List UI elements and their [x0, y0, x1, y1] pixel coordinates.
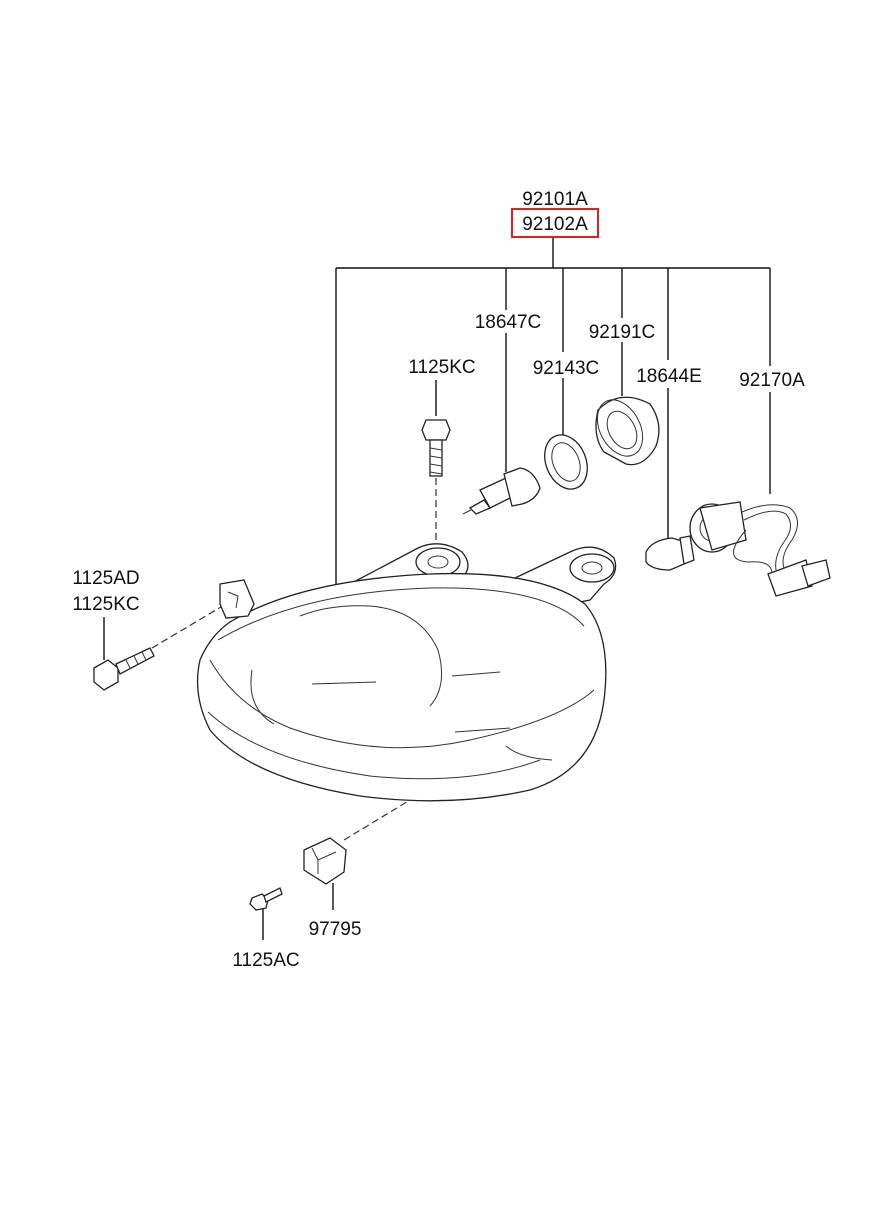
mount-boss-left [415, 547, 461, 577]
connector-tip [801, 559, 831, 587]
bulb-side [645, 535, 695, 571]
mount-boss-right [569, 553, 615, 583]
bolt-bottom [249, 887, 283, 911]
reflector-line-b [451, 671, 501, 677]
label-socket-wiring[interactable]: 92170A [739, 370, 805, 391]
assembly-guides [151, 478, 437, 841]
ring-outer [544, 434, 588, 490]
bulb-pin [462, 509, 472, 515]
lens-line-2 [207, 711, 541, 780]
mount-hole-right [581, 561, 603, 575]
mount-hole-left [427, 555, 449, 569]
side-clip-detail [227, 591, 239, 609]
highlight-box [511, 208, 599, 238]
wire-b [743, 510, 791, 571]
wire-c [733, 529, 773, 573]
bolt-side [93, 647, 155, 691]
bulb-side-base [679, 535, 695, 565]
guide-side-bolt [151, 603, 227, 649]
bulb-tip [468, 499, 492, 515]
reflector-curve-left [250, 669, 275, 725]
ring-inner [551, 442, 581, 482]
reflector-line-a [311, 681, 377, 685]
bolt-top [421, 419, 451, 477]
cover-inner [606, 410, 638, 450]
label-bolt-bottom[interactable]: 1125AC [232, 950, 299, 971]
housing-rim [217, 587, 585, 641]
label-cover-rear[interactable]: 92191C [589, 322, 656, 343]
bulb-base [503, 467, 541, 507]
cover-body [595, 396, 660, 466]
label-bolt-side-a[interactable]: 1125AD [72, 568, 139, 589]
side-clip [219, 579, 255, 619]
bolt-bottom-head [249, 893, 269, 911]
socket-body [699, 501, 747, 551]
bolt-side-head [93, 659, 119, 691]
connector [767, 559, 813, 597]
cover-rim [596, 399, 644, 457]
bolt-side-thread [125, 651, 147, 669]
lens-line-1 [209, 659, 595, 749]
housing-body [196, 572, 607, 802]
headlamp-housing [196, 543, 617, 802]
bolt-top-thread [429, 447, 443, 475]
cover-rear [595, 396, 660, 466]
bracket-97795 [303, 837, 347, 885]
label-bulb-side[interactable]: 18644E [636, 366, 702, 387]
reflector-line-d [505, 745, 553, 761]
label-bolt-side-b[interactable]: 1125KC [72, 594, 139, 615]
label-assembly-rh[interactable]: 92102A [522, 214, 588, 235]
bolt-top-head [421, 419, 451, 441]
reflector-line-c [454, 727, 511, 733]
guide-bracket [343, 799, 411, 841]
label-bulb-headlamp[interactable]: 18647C [475, 312, 542, 333]
ring-cover [544, 434, 588, 490]
label-assembly-lh[interactable]: 92101A [522, 189, 588, 210]
bolt-bottom-shank [263, 887, 283, 903]
bracket-detail [311, 847, 337, 874]
leader-lines [103, 238, 771, 940]
reflector-main [299, 605, 443, 707]
wire-a [741, 504, 798, 569]
label-ring-cover[interactable]: 92143C [533, 358, 600, 379]
socket-wiring [689, 501, 831, 597]
bulb-headlamp [462, 467, 541, 515]
bracket-body [303, 837, 347, 885]
bolt-side-shank [115, 647, 155, 675]
label-bolt-top[interactable]: 1125KC [408, 357, 475, 378]
label-bracket[interactable]: 97795 [309, 919, 362, 940]
